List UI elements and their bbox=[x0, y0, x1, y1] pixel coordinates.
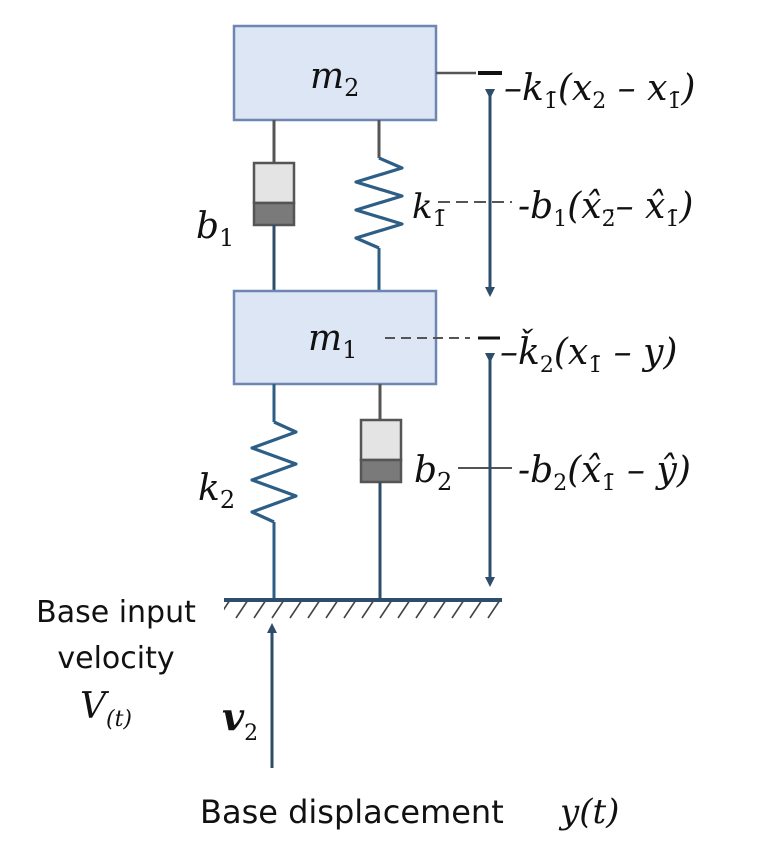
spring-k1-label: k1̄ bbox=[412, 187, 447, 232]
damper-b1-label: b1 bbox=[196, 206, 234, 252]
ground bbox=[224, 598, 502, 620]
spring-k1 bbox=[354, 120, 404, 291]
force-k2-expression: –ǩ2(x1̄ – y) bbox=[500, 329, 677, 378]
mass-m2-block bbox=[232, 24, 438, 122]
force-k1-expression: –k1̄(x2 – x1̄) bbox=[504, 68, 695, 114]
mass-m1-label: m1 bbox=[308, 318, 357, 364]
base-displacement-symbol: y(t) bbox=[558, 792, 619, 832]
damper-b2-label: b2 bbox=[414, 450, 452, 496]
damper-b2 bbox=[359, 384, 403, 600]
base-input-label-line2: velocity bbox=[57, 641, 174, 676]
spring-k2 bbox=[250, 384, 298, 600]
base-velocity-symbol: V(t) bbox=[80, 686, 132, 732]
base-input-label-line1: Base input bbox=[36, 595, 196, 630]
spring-k2-label: k2 bbox=[198, 468, 235, 514]
force-b2-expression: -b2(x̂1̄ – ŷ) bbox=[518, 450, 691, 496]
base-displacement-label: Base displacement bbox=[200, 793, 504, 831]
damper-b1 bbox=[252, 120, 296, 291]
force-leaders bbox=[385, 71, 512, 469]
force-b1-expression: -b1(x̂2̄– x̂1̄) bbox=[518, 186, 693, 232]
mass-m2-label: m2 bbox=[310, 56, 359, 102]
arrow-velocity-symbol: v2 bbox=[222, 694, 258, 746]
